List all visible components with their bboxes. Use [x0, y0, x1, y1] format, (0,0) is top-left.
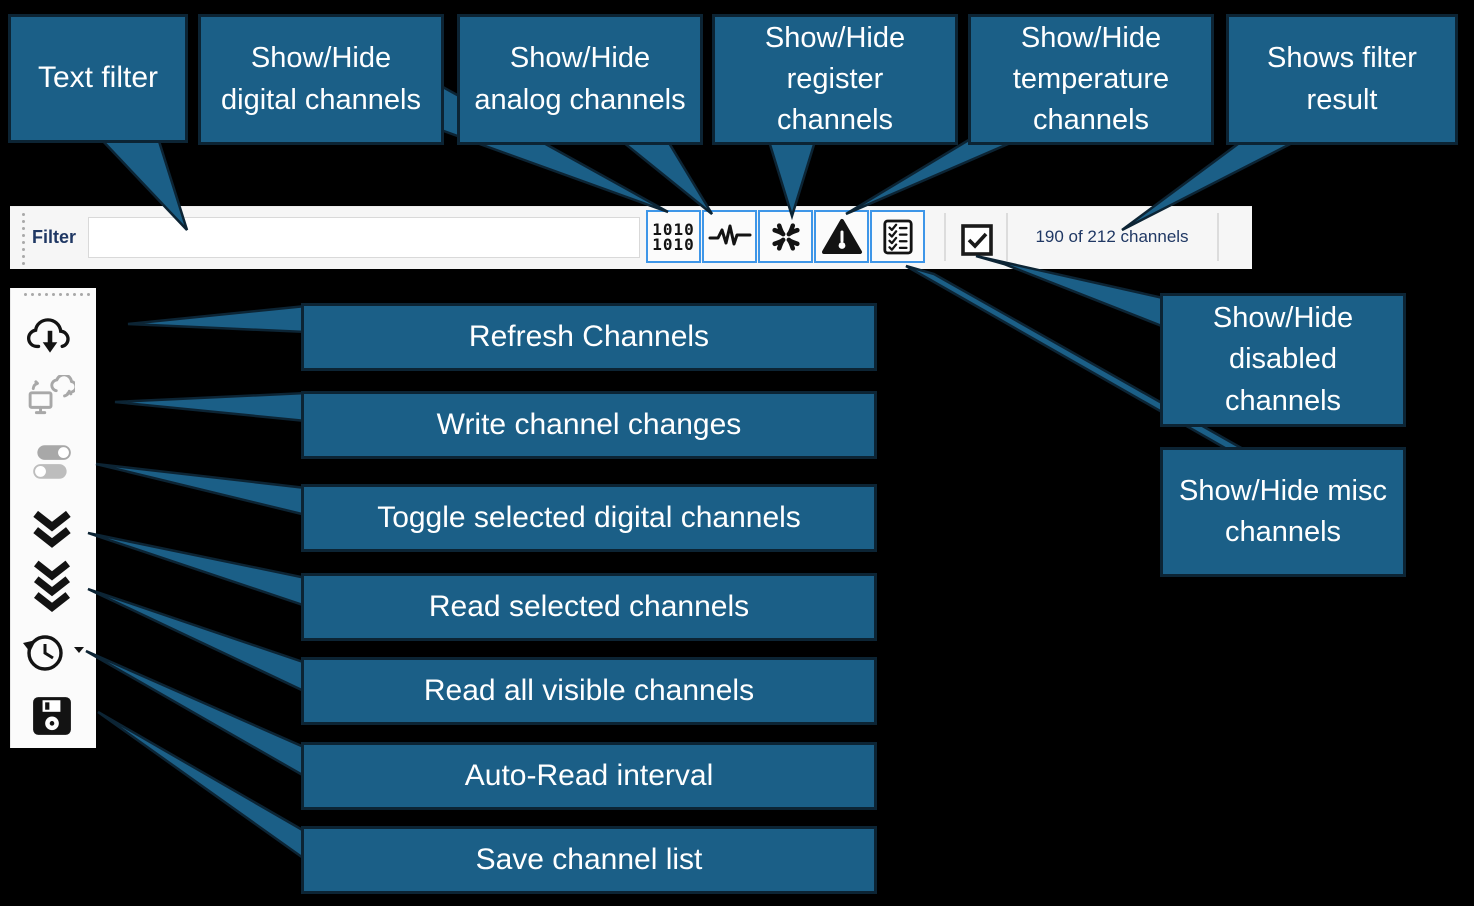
- toolbar-drag-grip[interactable]: [22, 213, 25, 265]
- auto-read-dropdown-arrow-icon[interactable]: [74, 647, 84, 653]
- leader-temperature: [845, 136, 1023, 216]
- callout-auto-read-interval: Auto-Read interval: [301, 742, 877, 810]
- toolbar-separator: [944, 213, 946, 261]
- callout-read-selected-channels: Read selected channels: [301, 573, 877, 641]
- callout-text-filter: Text filter: [8, 14, 188, 143]
- write-channel-changes-button[interactable]: [26, 372, 76, 424]
- channel-actions-toolbar: [10, 288, 96, 748]
- toolbar-separator: [1006, 213, 1008, 261]
- checkbox-checked-icon: [960, 223, 994, 257]
- callout-refresh-channels: Refresh Channels: [301, 303, 877, 371]
- toggle-selected-digital-button[interactable]: [28, 438, 76, 486]
- cloud-upload-monitor-icon: [27, 375, 75, 421]
- toggle-misc-channels-button[interactable]: [870, 210, 925, 263]
- triple-chevron-down-icon: [31, 559, 73, 613]
- leader-refresh: [127, 304, 308, 334]
- filter-label: Filter: [32, 226, 77, 247]
- toggle-temperature-channels-button[interactable]: [814, 210, 869, 263]
- toggle-analog-channels-button[interactable]: [702, 210, 757, 263]
- callout-register-channels: Show/Hide register channels: [712, 14, 958, 145]
- leader-auto-read: [85, 649, 308, 780]
- callout-read-all-visible-channels: Read all visible channels: [301, 657, 877, 725]
- callout-disabled-channels: Show/Hide disabled channels: [1160, 293, 1406, 427]
- filter-result-count: 190 of 212 channels: [1035, 227, 1189, 246]
- leader-write: [114, 391, 308, 423]
- toggle-digital-channels-button[interactable]: 1010 1010: [646, 210, 701, 263]
- waveform-icon: [708, 222, 752, 252]
- cloud-download-icon: [25, 315, 75, 357]
- leader-register: [766, 136, 818, 221]
- toolbar-separator: [1217, 213, 1219, 261]
- register-compress-icon: [769, 220, 803, 254]
- toggle-switches-icon: [29, 443, 75, 481]
- callout-misc-channels: Show/Hide misc channels: [1160, 447, 1406, 577]
- digital-1010-icon: 1010 1010: [652, 219, 695, 254]
- leader-read-all: [87, 587, 308, 694]
- read-selected-channels-button[interactable]: [30, 506, 74, 552]
- temperature-warning-icon: [821, 218, 863, 256]
- history-clock-icon: [21, 628, 67, 674]
- read-all-visible-channels-button[interactable]: [30, 558, 74, 614]
- callout-write-channel-changes: Write channel changes: [301, 391, 877, 459]
- double-chevron-down-icon: [31, 509, 73, 549]
- toggle-register-channels-button[interactable]: [758, 210, 813, 263]
- callout-digital-channels: Show/Hide digital channels: [198, 14, 444, 145]
- leader-save: [97, 710, 308, 863]
- save-channel-list-button[interactable]: [30, 694, 74, 738]
- show-disabled-channels-checkbox[interactable]: [958, 221, 996, 259]
- leader-toggle: [95, 462, 308, 517]
- callout-toggle-selected-digital: Toggle selected digital channels: [301, 484, 877, 552]
- callout-filter-result: Shows filter result: [1226, 14, 1458, 145]
- leader-read-selected: [87, 531, 308, 608]
- leader-analog: [614, 136, 714, 215]
- side-toolbar-drag-grip[interactable]: [24, 293, 90, 296]
- filter-input[interactable]: [88, 217, 640, 258]
- callout-temperature-channels: Show/Hide temperature channels: [968, 14, 1214, 145]
- checklist-icon: [882, 218, 914, 256]
- callout-save-channel-list: Save channel list: [301, 826, 877, 894]
- floppy-disk-icon: [31, 695, 73, 737]
- auto-read-interval-button[interactable]: [20, 628, 68, 674]
- callout-analog-channels: Show/Hide analog channels: [457, 14, 703, 145]
- refresh-channels-button[interactable]: [24, 314, 76, 358]
